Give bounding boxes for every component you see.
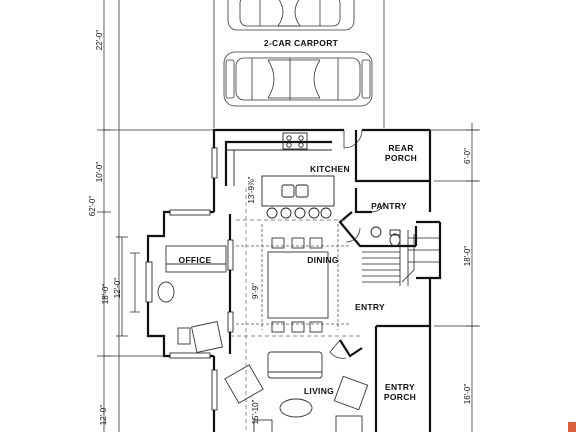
kitchen-fixtures <box>226 132 335 219</box>
room-labels: 2-CAR CARPORT KITCHEN REAR PORCH PANTRY … <box>179 38 417 402</box>
room-label-entry-porch-line1: ENTRY <box>385 382 415 392</box>
dim-label-living-depth: 15'-10" <box>251 399 260 424</box>
dim-label-18ft-office: 18'-0" <box>101 284 110 305</box>
dim-label-kitchen-depth: 13'-9⅞" <box>247 176 256 203</box>
dim-label-16ft: 16'-0" <box>463 384 472 405</box>
dim-label-12ft-living: 12'-0" <box>99 405 108 426</box>
dim-label-6ft: 6'-0" <box>463 148 472 164</box>
room-label-carport: 2-CAR CARPORT <box>264 38 339 48</box>
dimension-lines <box>97 0 480 432</box>
dim-label-12ft-office: 12'-0" <box>113 278 122 299</box>
room-label-pantry: PANTRY <box>371 201 407 211</box>
door-swings <box>329 129 385 359</box>
dim-label-22ft: 22'-0" <box>95 30 104 51</box>
dim-label-18ft-right: 18'-0" <box>463 246 472 267</box>
room-label-rear-porch-line2: PORCH <box>385 153 417 163</box>
room-label-entry-porch-line2: PORCH <box>384 392 416 402</box>
dimension-labels: 22'-0" 10'-0" 62'-0" 18'-0" 12'-0" 12'-0… <box>88 30 472 426</box>
room-label-office: OFFICE <box>179 255 212 265</box>
office-furniture <box>157 245 227 353</box>
bath-fixtures <box>370 226 401 247</box>
car-top-icon <box>227 0 355 31</box>
dim-label-dining-depth: 9'-9" <box>251 283 260 299</box>
office-windows <box>145 147 234 411</box>
room-label-kitchen: KITCHEN <box>310 164 350 174</box>
room-label-dining: DINING <box>307 255 339 265</box>
beam-lines <box>230 188 360 432</box>
stairs <box>362 230 440 286</box>
car-bottom-icon <box>223 51 373 107</box>
room-label-entry: ENTRY <box>355 302 385 312</box>
edge-marker <box>568 422 576 432</box>
dining-chairs <box>267 237 329 333</box>
dim-label-10ft: 10'-0" <box>95 162 104 183</box>
dining-table <box>236 224 350 330</box>
room-label-living: LIVING <box>304 386 334 396</box>
dim-label-62ft: 62'-0" <box>88 196 97 217</box>
room-label-rear-porch-line1: REAR <box>388 143 413 153</box>
